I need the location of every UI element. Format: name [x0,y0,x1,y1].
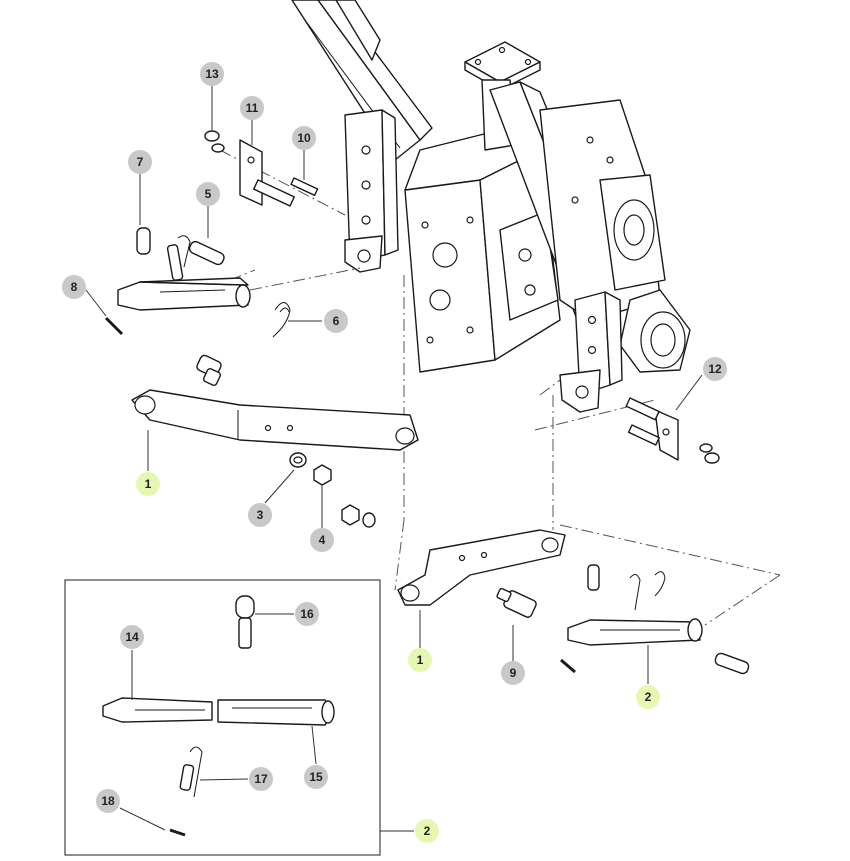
svg-text:11: 11 [246,101,259,115]
tractor-frame-drawing [291,0,691,413]
callout-11[interactable]: 11 [240,96,264,120]
leader-lines [85,86,703,832]
callout-15[interactable]: 15 [304,765,328,789]
svg-text:8: 8 [71,280,78,294]
svg-text:13: 13 [205,67,219,81]
svg-text:5: 5 [205,187,212,201]
svg-text:3: 3 [257,508,264,522]
svg-text:2: 2 [645,690,652,704]
callout-7[interactable]: 7 [128,150,152,174]
callout-1-upper[interactable]: 1 [136,472,160,496]
callout-4[interactable]: 4 [310,528,334,552]
callout-2-right[interactable]: 2 [636,685,660,709]
callout-1-lower[interactable]: 1 [408,648,432,672]
callout-18[interactable]: 18 [96,789,120,813]
svg-text:10: 10 [297,131,311,145]
svg-text:18: 18 [101,794,115,808]
callout-3[interactable]: 3 [248,503,272,527]
svg-text:7: 7 [137,155,144,169]
callout-badges: 13 11 10 7 5 8 6 12 1 3 4 1 9 2 16 14 15… [62,62,727,843]
svg-text:17: 17 [254,772,268,786]
lower-lift-arm-lower [397,529,566,618]
callout-2-inset[interactable]: 2 [415,819,439,843]
upper-left-hardware [104,130,319,338]
svg-text:14: 14 [125,630,139,644]
svg-text:6: 6 [333,314,340,328]
svg-text:9: 9 [510,666,517,680]
callout-5[interactable]: 5 [196,182,220,206]
callout-13[interactable]: 13 [200,62,224,86]
callout-9[interactable]: 9 [501,661,525,685]
callout-10[interactable]: 10 [292,126,316,150]
callout-17[interactable]: 17 [249,767,273,791]
lower-lift-arm-upper [131,354,419,451]
svg-text:16: 16 [300,607,314,621]
svg-text:1: 1 [417,653,424,667]
washer-and-nut [289,452,376,528]
svg-text:2: 2 [424,824,431,838]
svg-text:4: 4 [319,533,326,547]
svg-text:15: 15 [309,770,323,784]
callout-6[interactable]: 6 [324,309,348,333]
right-bracket-pin [625,397,720,464]
stabilizer-detail-inset [64,579,381,856]
callout-8[interactable]: 8 [62,275,86,299]
stabilizer-right [560,564,750,675]
callout-12[interactable]: 12 [703,357,727,381]
svg-text:12: 12 [708,362,722,376]
callout-16[interactable]: 16 [295,602,319,626]
upper-stabilizer-left [117,235,251,311]
callout-14[interactable]: 14 [120,625,144,649]
svg-text:1: 1 [145,477,152,491]
